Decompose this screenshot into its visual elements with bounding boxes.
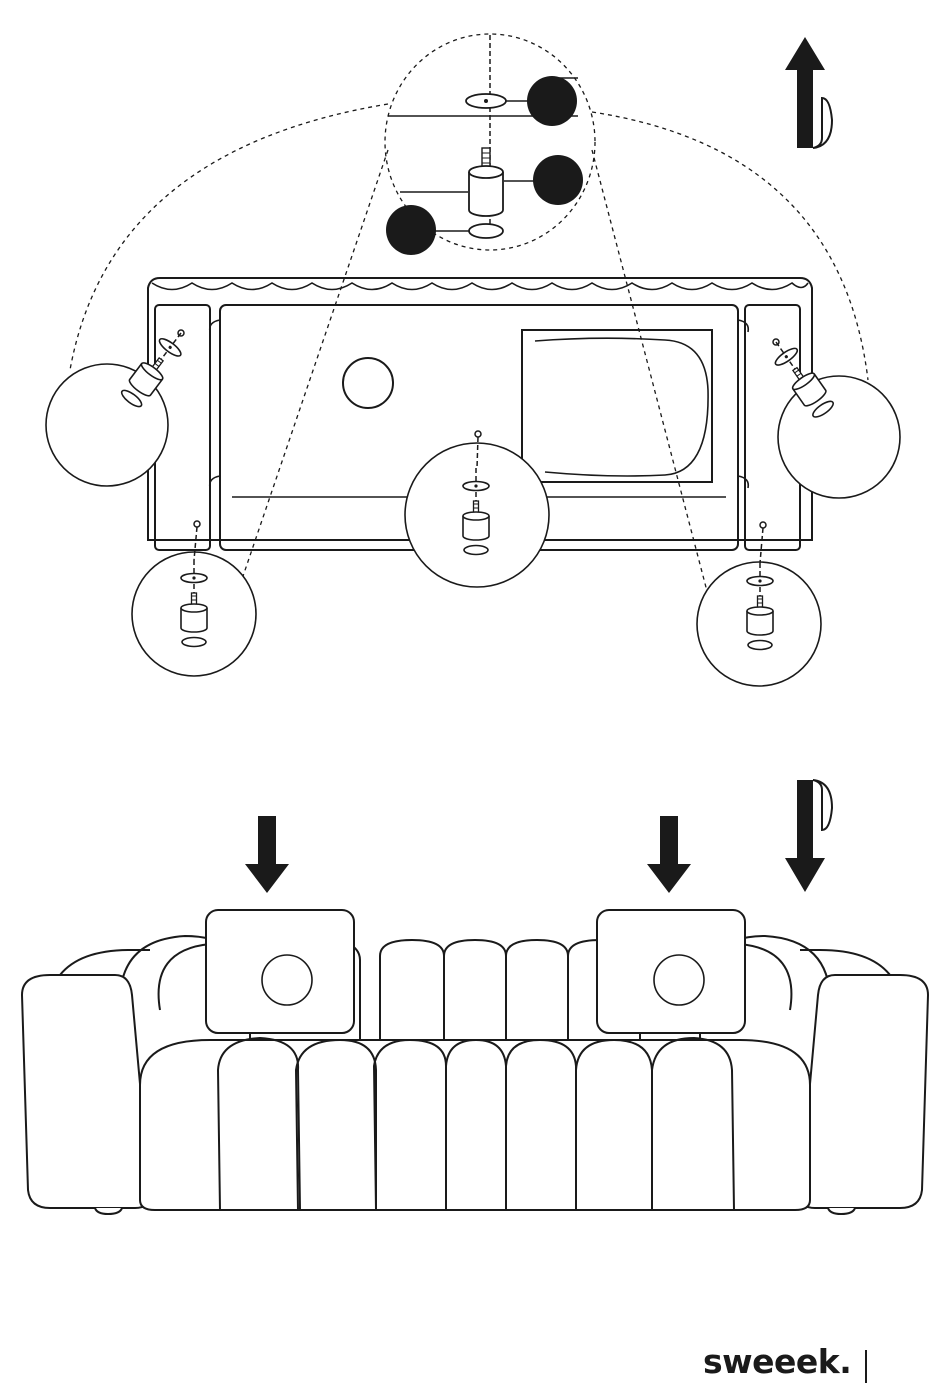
- foot-callouts: [46, 325, 900, 686]
- sofa-front-view: [22, 936, 928, 1214]
- cushion-left: [206, 910, 354, 1033]
- brand-divider: [865, 1350, 867, 1383]
- brand-logo: sweeek.: [703, 1345, 851, 1378]
- felt-pad-marker: [386, 205, 436, 255]
- down-arrow-icon: [245, 816, 691, 893]
- foot-marker: [533, 155, 583, 205]
- cushion-right: [597, 910, 745, 1033]
- hardware-detail: [386, 35, 583, 255]
- flip-down-arrow-icon: [785, 780, 832, 892]
- washer-marker: [527, 76, 577, 126]
- flip-up-arrow-icon: [785, 37, 832, 148]
